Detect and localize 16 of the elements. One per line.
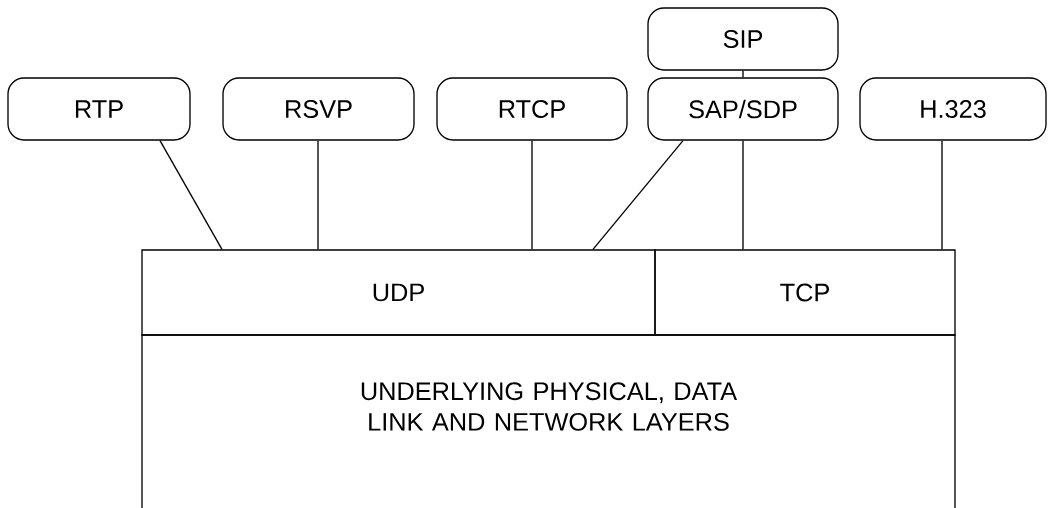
protocol-box: RTCP [436,77,628,141]
protocol-box: H.323 [859,77,1047,141]
protocol-box: RSVP [222,77,415,141]
connector-line [742,70,744,78]
protocol-box: RTP [7,77,191,141]
connector-line [592,140,684,250]
connector-line [941,140,943,250]
connector-line [531,140,533,250]
protocol-box: SIP [647,7,839,71]
layer-box: UNDERLYING PHYSICAL, DATA LINK AND NETWORK LAYERS [141,334,956,508]
connector-line [159,140,223,250]
connector-line [742,140,744,250]
connector-line [317,140,319,250]
protocol-box: SAP/SDP [647,77,839,141]
layer-box: UDP [141,249,656,336]
layer-box: TCP [654,249,956,336]
